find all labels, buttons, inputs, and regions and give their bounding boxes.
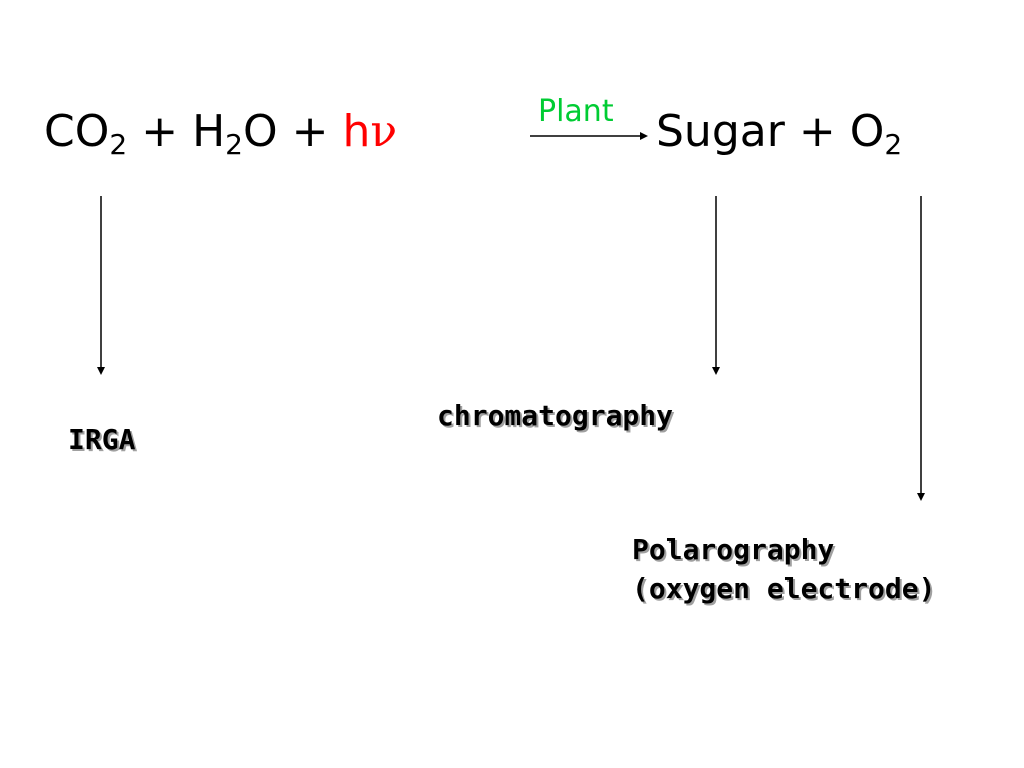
plus-sign: + xyxy=(798,106,836,157)
arrow-label: Plant xyxy=(538,94,614,129)
reaction-arrow-head xyxy=(640,132,648,140)
h2o-formula: H2O xyxy=(192,106,278,159)
chromatography-label: chromatography xyxy=(437,399,674,432)
reactants: CO2 + H2O + hν xyxy=(44,110,397,159)
o2-formula: O2 xyxy=(849,106,902,159)
co2-arrow-head xyxy=(97,367,105,375)
co2-subscript: 2 xyxy=(109,128,128,161)
photon-nu: ν xyxy=(370,106,398,157)
irga-label: IRGA xyxy=(68,423,136,456)
plus-sign: + xyxy=(291,106,329,157)
h2o-subscript: 2 xyxy=(225,128,243,161)
o2-text: O xyxy=(849,106,885,157)
polarography-line2: (oxygen electrode) xyxy=(632,572,936,606)
polarography-line1: Polarography xyxy=(632,533,835,566)
photon-energy: hν xyxy=(343,106,398,157)
co2-text: CO xyxy=(44,106,110,157)
co2-formula: CO2 xyxy=(44,106,127,159)
o2-subscript: 2 xyxy=(884,128,903,161)
photon-h: h xyxy=(342,106,371,157)
o2-arrow-head xyxy=(917,493,925,501)
h2o-h-text: H xyxy=(192,106,226,157)
plus-sign: + xyxy=(141,106,179,157)
products: Sugar + O2 xyxy=(656,110,902,159)
h2o-o-text: O xyxy=(242,106,278,157)
polarography-label: Polarography (oxygen electrode) xyxy=(632,530,935,608)
sugar-text: Sugar xyxy=(656,106,785,157)
sugar-arrow-head xyxy=(712,367,720,375)
